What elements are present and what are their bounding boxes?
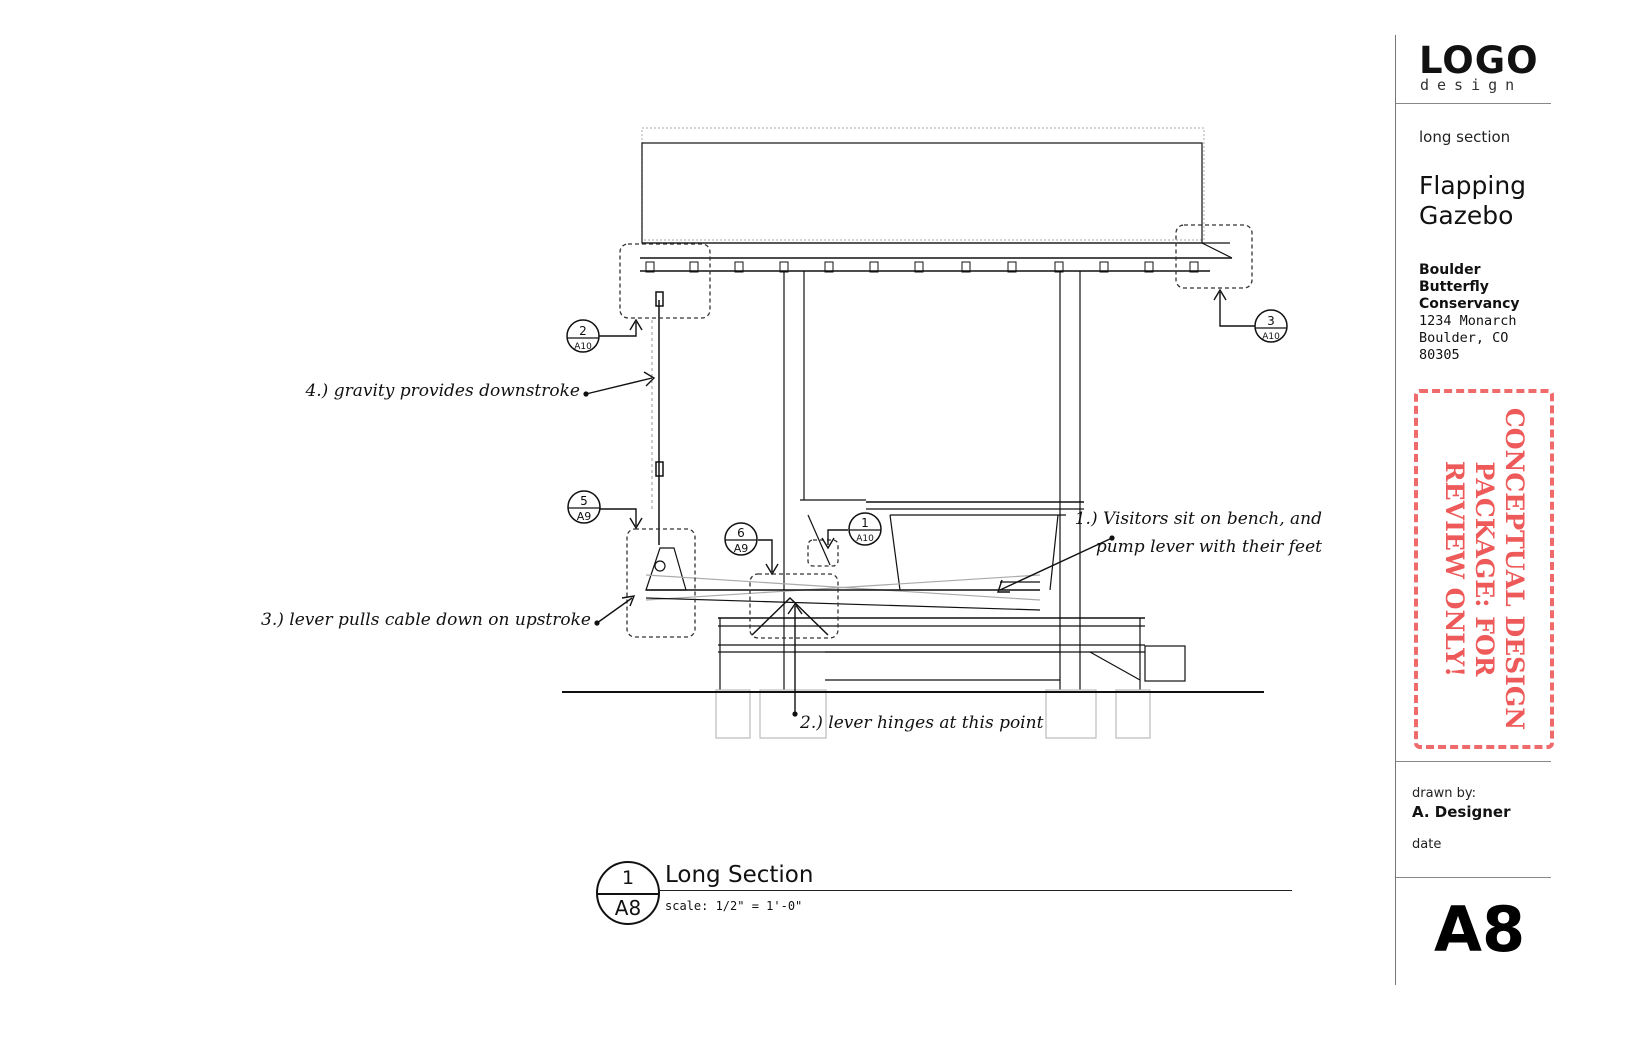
detail-box-5	[626, 528, 696, 638]
sheet-number: A8	[1434, 893, 1526, 966]
annotation-visitors-1: 1.) Visitors sit on bench, and	[1075, 509, 1322, 529]
view-sheet: A8	[614, 896, 642, 920]
logo: LOGO	[1419, 39, 1539, 82]
view-scale: scale: 1/2" = 1'-0"	[665, 899, 803, 913]
callout-2-num: 2	[579, 324, 587, 338]
client-name: Boulder Butterfly Conservancy	[1419, 262, 1520, 312]
annotation-hinge: 2.) lever hinges at this point	[799, 713, 1044, 733]
callout-3-num: 3	[1267, 314, 1275, 328]
callout-bubble-5	[567, 490, 601, 524]
detail-box-2	[619, 243, 711, 319]
callout-5-sheet: A9	[577, 510, 592, 523]
roof-outline	[641, 127, 1205, 241]
sheet-type: long section	[1419, 128, 1511, 146]
callout-bubble-6	[724, 522, 758, 556]
view-number-bubble: 1 A8	[596, 861, 660, 925]
logo-subtitle: design	[1420, 76, 1523, 94]
callout-2-sheet: A10	[574, 342, 592, 352]
project-name: Flapping Gazebo	[1419, 171, 1527, 230]
view-title: Long Section	[665, 862, 814, 888]
callout-bubble-2	[566, 319, 600, 353]
detail-box-6	[749, 573, 839, 639]
annotation-visitors-2: pump lever with their feet	[1096, 537, 1322, 557]
review-stamp: CONCEPTUAL DESIGN PACKAGE: FOR REVIEW ON…	[1414, 389, 1554, 749]
callout-6-num: 6	[737, 526, 745, 540]
pulley-mount	[645, 547, 687, 591]
detail-box-3	[1175, 224, 1253, 289]
callout-5-num: 5	[580, 494, 588, 508]
view-number: 1	[621, 867, 635, 889]
hinge	[751, 596, 829, 636]
stamp-text: CONCEPTUAL DESIGN PACKAGE: FOR REVIEW ON…	[1440, 407, 1529, 731]
callout-bubble-3	[1254, 309, 1288, 343]
client-address: 1234 Monarch Boulder, CO 80305	[1419, 313, 1517, 363]
roof-box	[641, 142, 1203, 244]
callout-1-num: 1	[861, 516, 869, 530]
designer-name: A. Designer	[1412, 803, 1511, 821]
title-block: LOGO design long section Flapping Gazebo…	[1395, 35, 1554, 985]
annotation-gravity: 4.) gravity provides downstroke	[304, 381, 580, 401]
drawn-by-label: drawn by:	[1412, 786, 1476, 801]
detail-box-1	[807, 539, 839, 567]
view-title-rule	[660, 890, 1292, 891]
callout-bubble-1	[848, 512, 882, 546]
callout-6-sheet: A9	[734, 542, 749, 555]
lever	[645, 597, 1041, 611]
callout-3-sheet: A10	[1262, 332, 1280, 342]
callout-1-sheet: A10	[856, 534, 874, 544]
date-label: date	[1412, 837, 1442, 852]
annotation-lever-pulls: 3.) lever pulls cable down on upstroke	[261, 610, 591, 630]
